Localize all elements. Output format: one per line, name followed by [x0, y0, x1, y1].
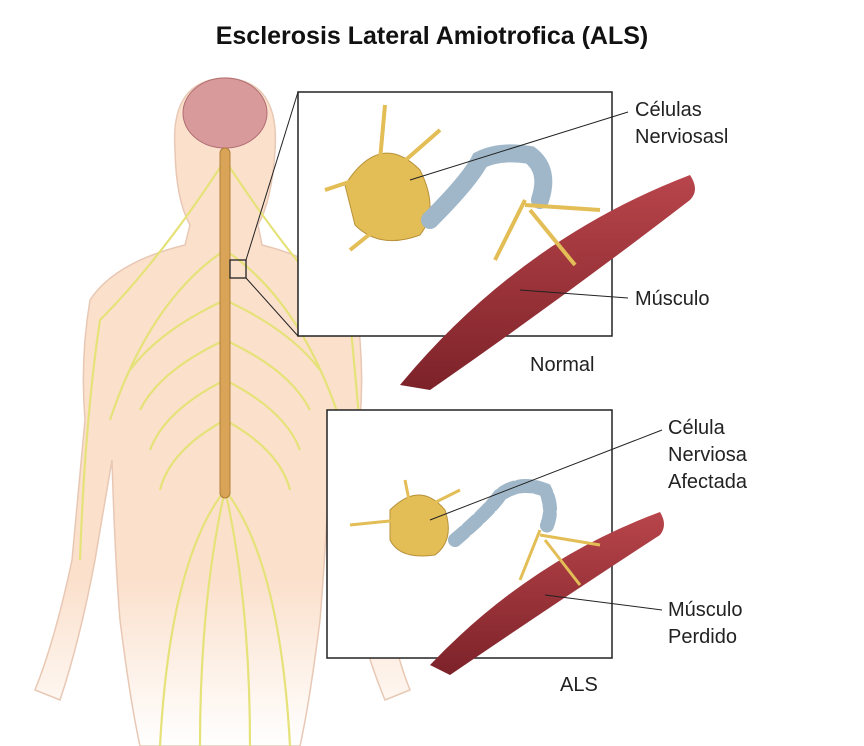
human-body [34, 77, 411, 746]
label-line: Célula [668, 417, 725, 439]
label-line: Nerviosa [668, 444, 747, 466]
label-affected-nerve-cell: Célula Nerviosa Afectada [668, 415, 747, 496]
neuron-affected [389, 494, 449, 557]
caption-normal: Normal [530, 354, 595, 376]
label-line: Perdido [668, 626, 737, 648]
als-panel [326, 409, 664, 675]
spinal-cord [219, 147, 231, 499]
label-line: Nerviosasl [635, 126, 729, 148]
caption-als: ALS [560, 674, 598, 696]
label-muscle: Músculo [635, 288, 710, 310]
brain [182, 77, 268, 149]
label-lost-muscle: Músculo Perdido [668, 597, 742, 651]
label-nerve-cells: Células Nerviosasl [635, 97, 728, 151]
axon-affected [448, 479, 557, 547]
diagram-title: Esclerosis Lateral Amiotrofica (ALS) [215, 22, 649, 50]
label-line: Músculo [668, 599, 743, 621]
muscle-lost [430, 512, 664, 675]
normal-panel [297, 91, 695, 390]
axon [421, 144, 553, 229]
label-line: Células [635, 99, 702, 121]
label-line: Afectada [668, 471, 747, 493]
muscle [400, 175, 695, 390]
zoom-marker [229, 259, 247, 279]
nerves [78, 159, 372, 746]
